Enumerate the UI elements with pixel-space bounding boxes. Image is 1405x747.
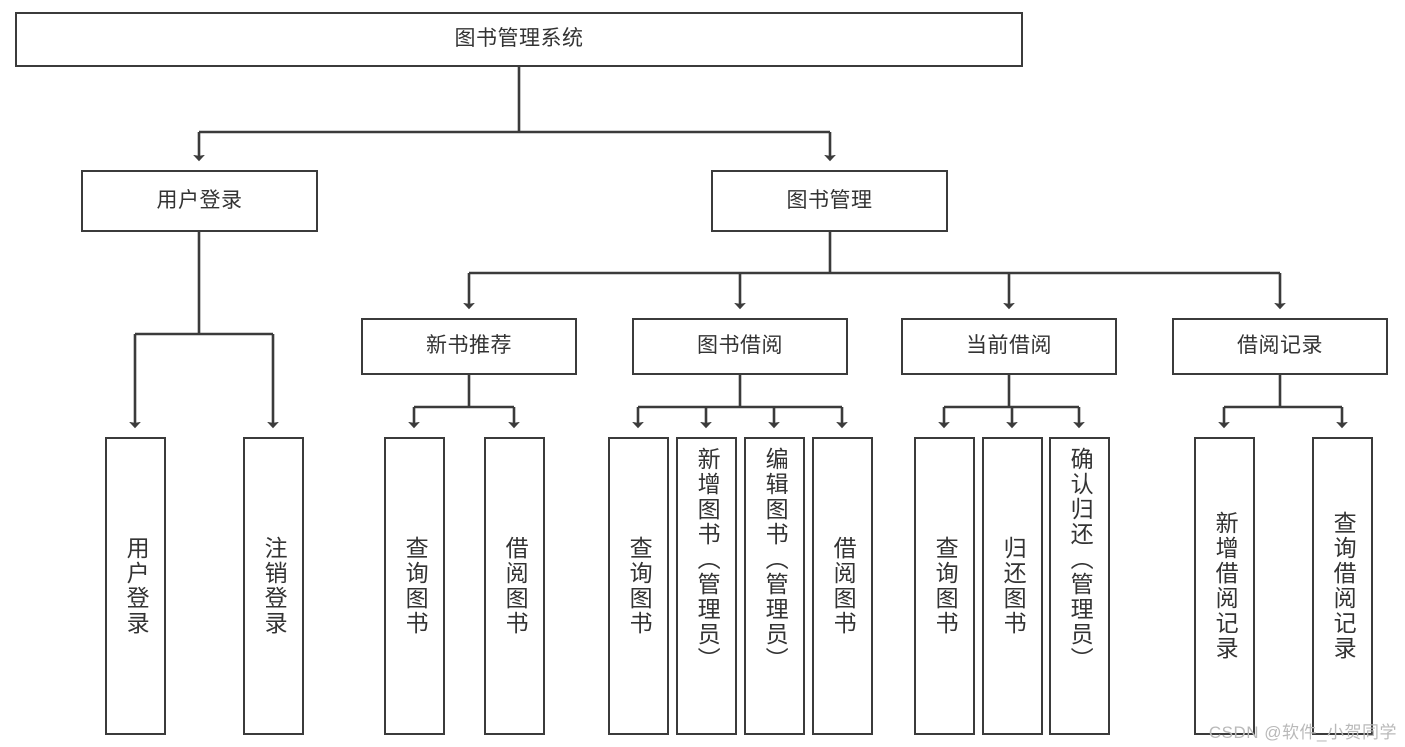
leaf-borrow-record-query[interactable]: 查询借阅记录 [1312, 437, 1373, 735]
node-user-login-label: 用户登录 [156, 188, 243, 212]
leaf-new-book-borrow[interactable]: 借阅图书 [484, 437, 545, 735]
leaf-user-login-signin-label: 用户登录 [123, 536, 150, 636]
leaf-new-book-borrow-label: 借阅图书 [502, 536, 529, 636]
node-root-label: 图书管理系统 [454, 27, 584, 51]
leaf-user-login-signin[interactable]: 用户登录 [105, 437, 166, 735]
leaf-book-borrow-edit[interactable]: 编辑图书（管理员） [744, 437, 805, 735]
leaf-current-borrow-confirm-label: 确认归还（管理员） [1067, 447, 1094, 672]
node-borrow-record[interactable]: 借阅记录 [1172, 318, 1388, 375]
leaf-book-borrow-add-label: 新增图书（管理员） [694, 447, 721, 672]
node-current-borrow-label: 当前借阅 [966, 334, 1052, 358]
node-book-borrow-label: 图书借阅 [697, 334, 783, 358]
node-book-management[interactable]: 图书管理 [711, 170, 948, 232]
node-new-book-recommend-label: 新书推荐 [426, 334, 512, 358]
leaf-book-borrow-borrow-label: 借阅图书 [830, 536, 857, 636]
node-current-borrow[interactable]: 当前借阅 [901, 318, 1117, 375]
node-book-borrow[interactable]: 图书借阅 [632, 318, 848, 375]
leaf-borrow-record-query-label: 查询借阅记录 [1330, 511, 1357, 661]
node-book-management-label: 图书管理 [786, 188, 873, 212]
leaf-book-borrow-query-label: 查询图书 [626, 536, 653, 636]
leaf-borrow-record-add-label: 新增借阅记录 [1212, 511, 1239, 661]
leaf-current-borrow-query[interactable]: 查询图书 [914, 437, 975, 735]
leaf-user-login-signout-label: 注销登录 [261, 536, 288, 636]
node-new-book-recommend[interactable]: 新书推荐 [361, 318, 577, 375]
node-root[interactable]: 图书管理系统 [15, 12, 1023, 67]
node-borrow-record-label: 借阅记录 [1237, 334, 1323, 358]
leaf-current-borrow-return[interactable]: 归还图书 [982, 437, 1043, 735]
node-user-login[interactable]: 用户登录 [81, 170, 318, 232]
leaf-new-book-query[interactable]: 查询图书 [384, 437, 445, 735]
leaf-user-login-signout[interactable]: 注销登录 [243, 437, 304, 735]
leaf-current-borrow-return-label: 归还图书 [1000, 536, 1027, 636]
leaf-book-borrow-query[interactable]: 查询图书 [608, 437, 669, 735]
leaf-book-borrow-borrow[interactable]: 借阅图书 [812, 437, 873, 735]
leaf-new-book-query-label: 查询图书 [402, 536, 429, 636]
leaf-borrow-record-add[interactable]: 新增借阅记录 [1194, 437, 1255, 735]
leaf-book-borrow-add[interactable]: 新增图书（管理员） [676, 437, 737, 735]
leaf-current-borrow-query-label: 查询图书 [932, 536, 959, 636]
leaf-book-borrow-edit-label: 编辑图书（管理员） [762, 447, 789, 672]
leaf-current-borrow-confirm[interactable]: 确认归还（管理员） [1049, 437, 1110, 735]
